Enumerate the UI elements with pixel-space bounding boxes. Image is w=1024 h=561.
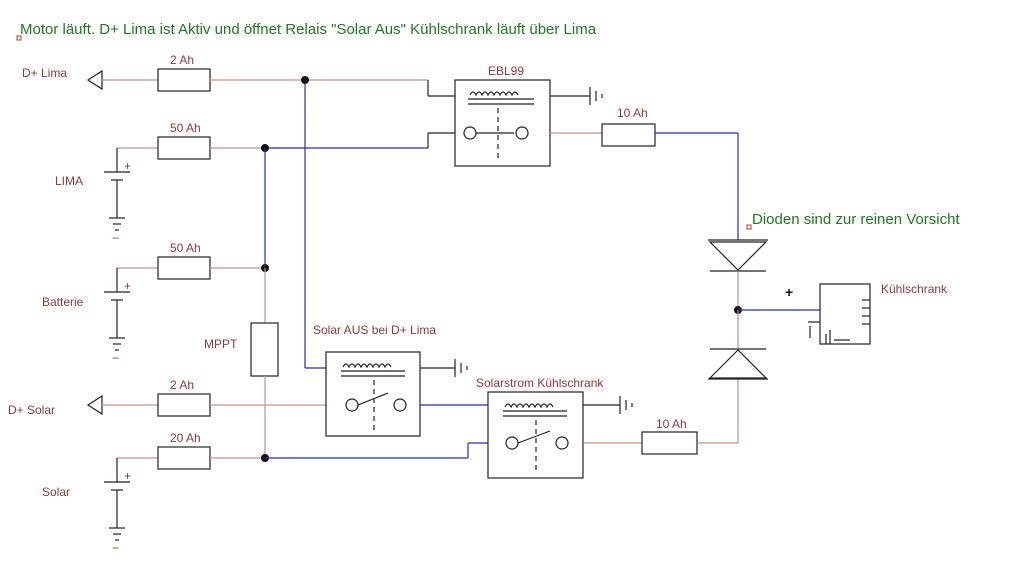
fuse-20ah-solar-label: 20 Ah [170, 431, 201, 445]
fuse-50ah-batterie-label: 50 Ah [170, 241, 201, 255]
junction-dot [301, 76, 309, 84]
relay-solar-aus-label: Solar AUS bei D+ Lima [313, 323, 436, 337]
lima-minus: − [112, 231, 119, 245]
relay-solarstrom-label: Solarstrom Kühlschrank [476, 376, 604, 390]
ground-icon [619, 396, 633, 414]
lima-plus: + [124, 159, 131, 173]
mppt-block [250, 322, 279, 377]
fuse-2ah-solar-label: 2 Ah [170, 378, 194, 392]
fuse-10ah-ebl [601, 123, 656, 147]
batterie-minus: − [112, 351, 119, 365]
diode-lower-icon [708, 348, 768, 380]
fuse-20ah-solar [157, 446, 211, 470]
note-marker [746, 224, 752, 230]
diode-upper-icon [708, 239, 768, 272]
fuse-10ah-solar [641, 431, 698, 455]
fuse-50ah-lima [157, 136, 211, 160]
terminal-lima-label: LIMA [55, 174, 83, 188]
relay-solar-aus [325, 351, 455, 437]
fuse-2ah-lima-label: 2 Ah [170, 53, 194, 67]
solar-minus: − [112, 541, 119, 555]
fuse-2ah-solar [157, 393, 211, 417]
diode-note: Dioden sind zur reinen Vorsicht [752, 211, 960, 228]
batterie-battery-icon [104, 267, 158, 351]
relay-ebl99 [454, 79, 590, 167]
d-lima-arrow-icon [86, 69, 103, 91]
lima-battery-icon [104, 147, 158, 231]
mppt-label: MPPT [204, 337, 238, 351]
terminal-batterie-label: Batterie [42, 295, 84, 309]
terminal-d-solar-label: D+ Solar [8, 403, 55, 417]
batterie-plus: + [124, 279, 131, 293]
note-marker [16, 35, 22, 41]
fuse-50ah-batterie [157, 256, 211, 280]
fuse-2ah-lima [157, 68, 211, 92]
solar-plus: + [124, 469, 131, 483]
relay-ebl99-label: EBL99 [488, 64, 524, 78]
fridge-plus: + [785, 284, 793, 300]
ground-icon [589, 87, 603, 105]
fuse-10ah-solar-label: 10 Ah [656, 417, 687, 431]
solar-battery-icon [104, 457, 158, 541]
fuse-50ah-lima-label: 50 Ah [170, 121, 201, 135]
d-solar-arrow-icon [86, 394, 103, 416]
fridge-icon [808, 283, 871, 345]
ground-icon [454, 359, 468, 377]
fuse-10ah-ebl-label: 10 Ah [617, 106, 648, 120]
relay-solarstrom [487, 391, 620, 479]
fridge-label: Kühlschrank [881, 282, 948, 296]
terminal-solar-label: Solar [42, 485, 70, 499]
top-note: Motor läuft. D+ Lima ist Aktiv und öffne… [20, 21, 597, 38]
terminal-d-lima-label: D+ Lima [22, 66, 67, 80]
